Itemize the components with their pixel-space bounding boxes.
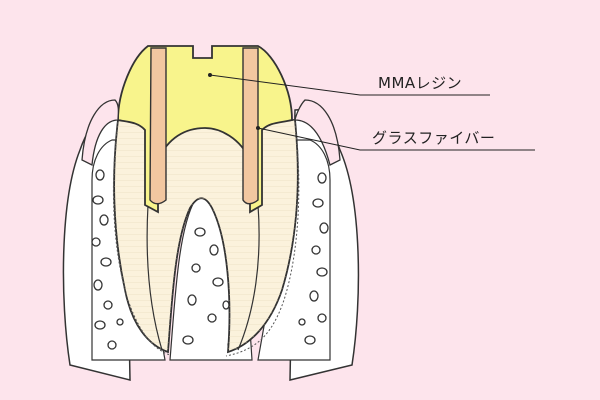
leader-mma: [209, 74, 490, 96]
leader-gf-dot: [256, 126, 260, 130]
root-canal-right: [237, 204, 260, 351]
root-canal-left: [146, 204, 163, 351]
gum-right: [294, 99, 341, 166]
label-mma-resin: MMAレジン: [378, 74, 463, 92]
label-glass-fiber: グラスファイバー: [372, 129, 496, 147]
fiber-post-left: [149, 47, 167, 205]
fiber-post-right: [242, 47, 259, 205]
gum-left: [81, 99, 120, 167]
leader-mma-dot: [208, 73, 212, 77]
ligament-left: [112, 121, 171, 356]
leader-glass-fiber: [257, 127, 535, 151]
